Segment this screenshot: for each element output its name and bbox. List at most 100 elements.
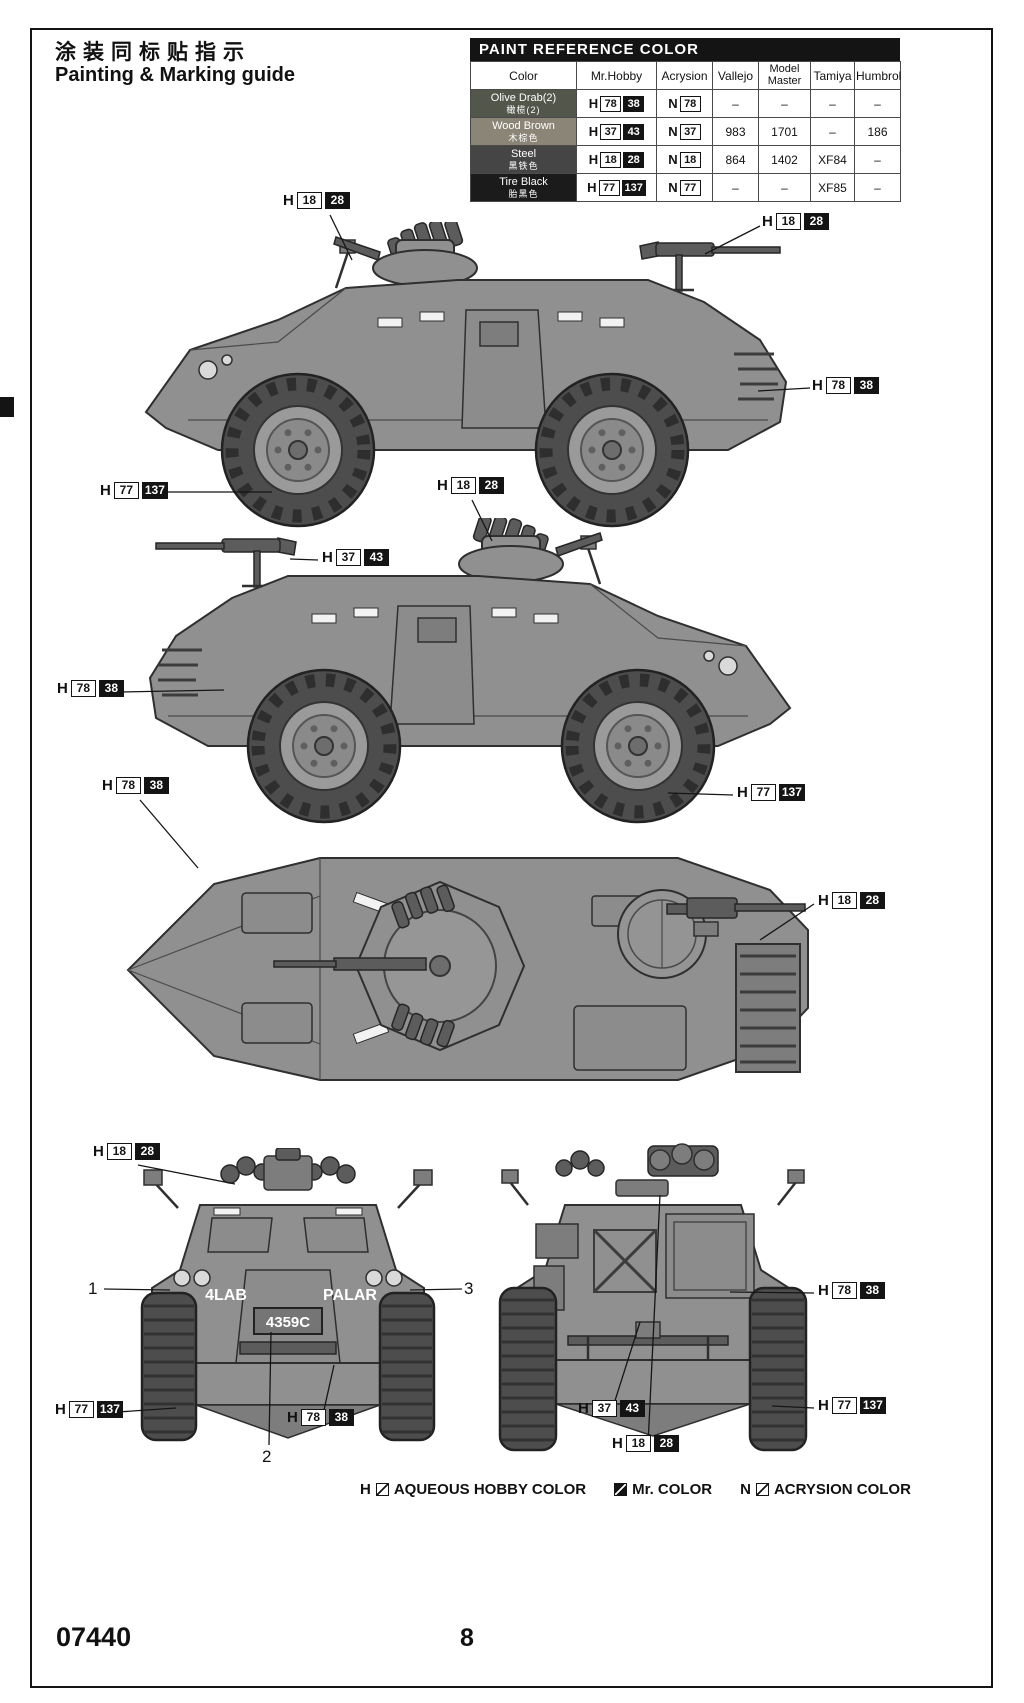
mr-color-number: 137	[141, 482, 168, 499]
windshield	[303, 1217, 369, 1253]
mr-color-number: 28	[653, 1435, 679, 1452]
model-master-value: 1402	[758, 145, 811, 175]
side-view-left	[128, 518, 808, 830]
mr-color-number: 38	[859, 1282, 885, 1299]
callout-prefix: H	[100, 482, 111, 499]
number-box-icon	[755, 1483, 769, 1496]
mr-color-number: 137	[778, 784, 805, 801]
tamiya-value: XF85	[810, 173, 855, 203]
tamiya-value: –	[810, 89, 855, 119]
legend-mr-color: Mr. COLOR	[614, 1481, 712, 1498]
callout-steel: H 18 28	[762, 213, 829, 230]
color-name: Tire Black	[499, 176, 548, 189]
callout-olive-drab: H 78 38	[818, 1282, 885, 1299]
page-number: 8	[460, 1624, 474, 1652]
number-box-dark-icon	[614, 1483, 628, 1496]
color-name-cn: 胎黑色	[508, 188, 539, 199]
aqueous-number: 18	[296, 192, 322, 209]
rear-wheel-left	[498, 1286, 558, 1452]
callout-prefix: H	[55, 1401, 66, 1418]
color-swatch: Olive Drab(2) 橄榄(2)	[470, 89, 577, 119]
callout-prefix: H	[93, 1143, 104, 1160]
paint-reference-table: PAINT REFERENCE COLOR Color Mr.Hobby Acr…	[470, 38, 901, 203]
model-master-value: –	[758, 89, 811, 119]
color-swatch: Steel 黑铁色	[470, 145, 577, 175]
legend-aqueous: H AQUEOUS HOBBY COLOR	[360, 1481, 587, 1498]
aqueous-number: 18	[625, 1435, 651, 1452]
humbrol-value: –	[854, 145, 901, 175]
callout-prefix: H	[287, 1409, 298, 1426]
callout-tire-black: H 77 137	[818, 1397, 886, 1414]
col-color: Color	[470, 60, 577, 91]
mr-color-number: 43	[363, 549, 389, 566]
front-wheel-left	[140, 1291, 198, 1442]
color-name: Olive Drab(2)	[490, 92, 557, 105]
front-hatch	[241, 1002, 313, 1044]
callout-steel: H 18 28	[437, 477, 504, 494]
legend-acrysion: N ACRYSION COLOR	[740, 1481, 911, 1498]
aqueous-number: 77	[750, 784, 776, 801]
front-hatch	[241, 892, 313, 934]
aqueous-number: 18	[775, 213, 801, 230]
color-name-cn: 橄榄(2)	[506, 104, 541, 115]
callout-prefix: H	[737, 784, 748, 801]
aqueous-number: 78	[831, 1282, 857, 1299]
aqueous-number: 78	[70, 680, 96, 697]
headlight	[193, 1269, 211, 1287]
mr-color-number: 28	[324, 192, 350, 209]
table-header-row: Color Mr.Hobby Acrysion Vallejo Model Ma…	[470, 60, 901, 91]
mr-color-number: 38	[328, 1409, 354, 1426]
marking-front-left: 4LAB	[205, 1287, 247, 1304]
mr-color-number: 38	[853, 377, 879, 394]
tamiya-value: XF84	[810, 145, 855, 175]
roof-weapons	[220, 1148, 356, 1191]
stowage-box	[535, 1223, 579, 1259]
front-view: 4LAB PALAR 4359C	[140, 1148, 436, 1442]
callout-steel: H 18 28	[283, 192, 350, 209]
aqueous-number: 18	[450, 477, 476, 494]
callout-olive-drab: H 78 38	[57, 680, 124, 697]
headlight	[385, 1269, 403, 1287]
callout-prefix: H	[818, 892, 829, 909]
paint-table-title: PAINT REFERENCE COLOR	[470, 38, 900, 61]
aqueous-number: 78	[300, 1409, 326, 1426]
col-model-master: Model Master	[758, 60, 811, 91]
callout-olive-drab: H 78 38	[287, 1409, 354, 1426]
callout-steel: H 18 28	[612, 1435, 679, 1452]
rear-wheel-right	[748, 1286, 808, 1452]
color-name-cn: 黑铁色	[508, 160, 539, 171]
callout-prefix: H	[57, 680, 68, 697]
mr-color-number: 28	[478, 477, 504, 494]
turret	[273, 880, 526, 1052]
aqueous-number: 18	[106, 1143, 132, 1160]
callout-steel: H 18 28	[818, 892, 885, 909]
mr-color-number: 28	[859, 892, 885, 909]
decal-number-3: 3	[464, 1279, 474, 1298]
page-title-chinese: 涂装同标贴指示	[55, 41, 251, 64]
col-tamiya: Tamiya	[810, 60, 855, 91]
decal-number-1: 1	[88, 1279, 98, 1298]
aqueous-number: 77	[68, 1401, 94, 1418]
smoke-launchers	[391, 1003, 455, 1048]
smoke-launchers	[391, 884, 455, 929]
col-vallejo: Vallejo	[712, 60, 759, 91]
aqueous-number: 37	[335, 549, 361, 566]
rear-hatch	[665, 1213, 755, 1299]
color-name: Steel	[510, 148, 537, 161]
vallejo-value: –	[712, 89, 759, 119]
front-wheel-right	[378, 1291, 436, 1442]
callout-prefix: H	[322, 549, 333, 566]
model-master-value: –	[758, 173, 811, 203]
mr-color-number: 28	[134, 1143, 160, 1160]
kit-number: 07440	[56, 1622, 132, 1652]
mr-color-number: 38	[98, 680, 124, 697]
aqueous-number: 77	[831, 1397, 857, 1414]
roof-weapons	[555, 1143, 719, 1197]
mr-color-number: 137	[859, 1397, 886, 1414]
callout-prefix: H	[102, 777, 113, 794]
col-mr-hobby: Mr.Hobby	[576, 60, 657, 91]
mirror	[501, 1169, 805, 1206]
